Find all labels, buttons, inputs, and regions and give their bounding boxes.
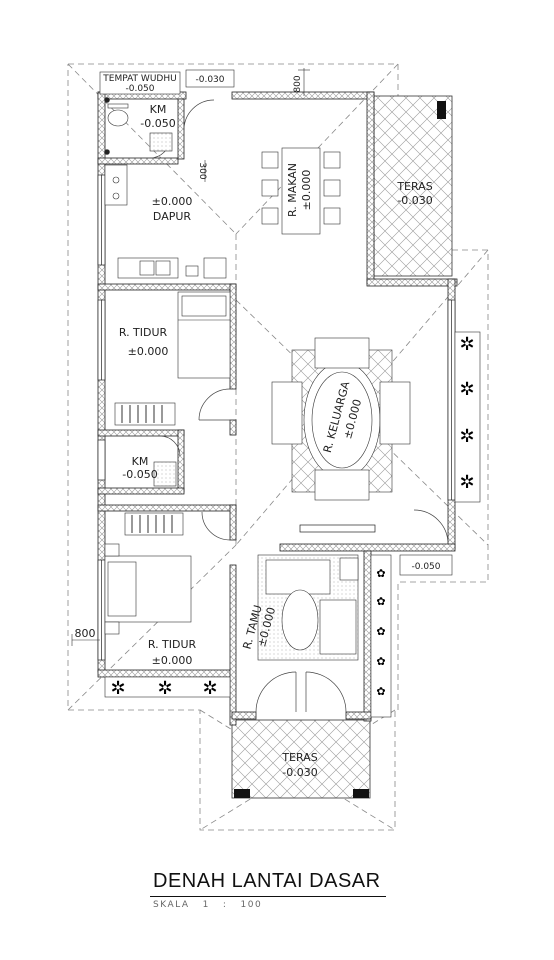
planter-bottom: ✲ ✲ ✲ <box>104 676 231 699</box>
planter-tamu: ✿ ✿ ✿ ✿ ✿ <box>370 554 392 718</box>
column-teras-bottom-right <box>353 789 369 798</box>
r-tidur-2-level: ±0.000 <box>152 654 193 667</box>
dim-top-label: 800 <box>293 75 303 92</box>
r-makan-level: ±0.000 <box>300 170 313 211</box>
km-top-label: KM <box>150 103 167 116</box>
r-makan-label: R. MAKAN <box>286 163 299 217</box>
km-mid-label: KM <box>132 455 149 468</box>
svg-text:✲: ✲ <box>459 334 474 355</box>
level-tag-boxes <box>185 69 453 576</box>
side-level-label: -0.050 <box>411 562 440 572</box>
teras-top-label: TERAS <box>396 180 432 193</box>
svg-text:✲: ✲ <box>459 472 474 493</box>
wardrobe-1-hangers <box>121 405 163 423</box>
svg-text:✲: ✲ <box>459 426 474 447</box>
top-level-label: -0.030 <box>195 75 224 85</box>
dining-set <box>261 147 341 235</box>
column-teras-top <box>437 101 446 119</box>
r-tidur-1-level: ±0.000 <box>128 345 169 358</box>
svg-text:✲: ✲ <box>202 678 217 699</box>
kitchen-counter <box>104 164 227 279</box>
teras-top-floor <box>373 95 453 277</box>
svg-text:✲: ✲ <box>459 379 474 400</box>
windows <box>97 174 456 661</box>
dim-small-label: 300 <box>197 162 207 179</box>
column-teras-bottom-left <box>234 789 250 798</box>
teras-bottom-label: TERAS <box>281 751 317 764</box>
teras-bottom-floor <box>231 719 371 799</box>
tempat-wudhu-label: TEMPAT WUDHU <box>102 74 176 84</box>
bed-1 <box>177 291 231 379</box>
wardrobe-1 <box>114 402 176 426</box>
svg-text:✿: ✿ <box>376 567 385 580</box>
dimension-lines <box>71 68 310 646</box>
wardrobe-2-hangers <box>131 515 173 533</box>
wardrobe-2 <box>124 512 184 536</box>
svg-text:✲: ✲ <box>157 678 172 699</box>
km-mid-level: -0.050 <box>122 468 157 481</box>
svg-text:✿: ✿ <box>376 655 385 668</box>
doors <box>149 99 449 713</box>
svg-text:✿: ✿ <box>376 685 385 698</box>
drawing-title: DENAH LANTAI DASAR <box>153 870 381 892</box>
bathroom-fixtures-top <box>99 71 181 155</box>
bed-2 <box>104 543 192 635</box>
tempat-wudhu-level: -0.050 <box>125 84 154 94</box>
r-tidur-2-label: R. TIDUR <box>148 638 197 651</box>
svg-text:✿: ✿ <box>376 595 385 608</box>
dim-left-label: 800 <box>75 627 96 640</box>
planter-right: ✲ ✲ ✲ ✲ <box>454 331 481 503</box>
drawing-scale: SKALA 1 : 100 <box>153 900 263 910</box>
shower-tray <box>153 461 177 487</box>
dapur-level: ±0.000 <box>152 195 193 208</box>
title-underline <box>150 896 386 897</box>
km-top-level: -0.050 <box>140 117 175 130</box>
dapur-label: DAPUR <box>153 210 191 223</box>
teras-bottom-level: -0.030 <box>282 766 317 779</box>
teras-top-level: -0.030 <box>397 194 432 207</box>
svg-text:✿: ✿ <box>376 625 385 638</box>
svg-text:✲: ✲ <box>110 678 125 699</box>
r-tidur-1-label: R. TIDUR <box>119 326 168 339</box>
living-room-set <box>257 554 359 661</box>
family-room-set <box>271 337 411 501</box>
